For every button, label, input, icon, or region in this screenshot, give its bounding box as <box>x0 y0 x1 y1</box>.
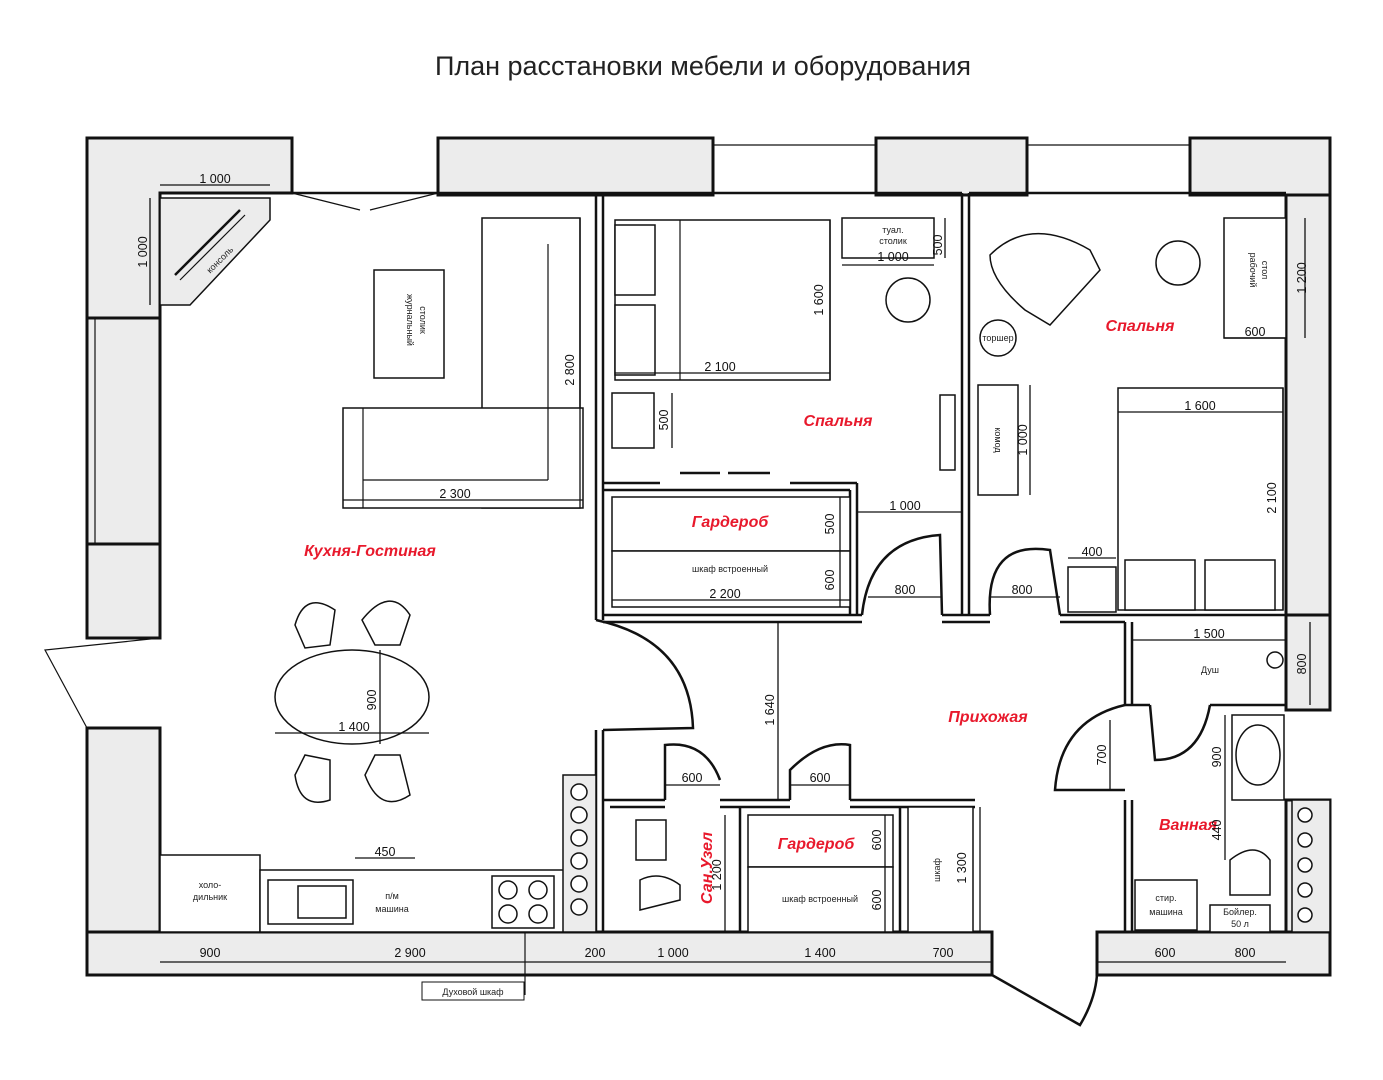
dim-table-w: 1 400 <box>338 720 369 734</box>
dim-hall-1640: 1 640 <box>763 694 777 725</box>
dim-shower-w: 1 500 <box>1193 627 1224 641</box>
dim-bottom-600: 600 <box>1155 946 1176 960</box>
dim-kitchen-450: 450 <box>375 845 396 859</box>
dim-bed1-w: 2 100 <box>704 360 735 374</box>
dim-corridor-1000: 1 000 <box>889 499 920 513</box>
label-shower: Душ <box>1201 665 1219 675</box>
dim-bed1-h: 1 600 <box>812 284 826 315</box>
dim-bed2-w: 1 600 <box>1184 399 1215 413</box>
vanity <box>841 217 935 259</box>
dresser <box>977 384 1019 496</box>
label-boiler-2: 50 л <box>1231 919 1249 929</box>
label-builtin-wardrobe-2: шкаф встроенный <box>782 894 858 904</box>
label-washer-1: стир. <box>1155 893 1176 903</box>
label-oven: Духовой шкаф <box>442 987 504 997</box>
room-label-wc: Сан.Узел <box>699 832 716 904</box>
floor-lamp <box>979 319 1017 357</box>
label-washer-2: машина <box>1149 907 1182 917</box>
dim-bottom-1400: 1 400 <box>804 946 835 960</box>
label-desk-2: стол <box>1260 261 1270 280</box>
kitchen-living-furniture <box>159 197 597 933</box>
dimension-texts: 1 000 1 000 2 800 2 300 900 1 400 450 1 … <box>136 172 1309 960</box>
sofa-seat <box>342 407 584 509</box>
bathroom-furniture <box>635 651 1331 933</box>
dim-console-w: 1 000 <box>199 172 230 186</box>
room-label-bathroom: Ванная <box>1159 817 1218 834</box>
label-dishwasher-2: машина <box>375 904 408 914</box>
boiler <box>1209 904 1271 933</box>
dim-console-h: 1 000 <box>136 236 150 267</box>
fridge <box>159 854 261 933</box>
closet <box>907 806 974 933</box>
dining-table <box>274 649 430 745</box>
label-fridge-1: холо- <box>199 880 222 890</box>
bedroom2-furniture <box>977 217 1287 613</box>
dim-bed1-table: 500 <box>657 410 671 431</box>
dim-desk-h: 1 200 <box>1295 262 1309 293</box>
dim-nightstand: 400 <box>1082 545 1103 559</box>
room-label-bedroom-2: Спальня <box>1106 318 1176 335</box>
room-label-kitchen-living: Кухня-Гостиная <box>304 543 436 560</box>
label-dishwasher-1: п/м <box>385 891 399 901</box>
dim-bottom-900: 900 <box>200 946 221 960</box>
label-coffee-table-2: столик <box>418 306 428 334</box>
dim-bottom-700: 700 <box>933 946 954 960</box>
room-label-hallway: Прихожая <box>948 709 1028 726</box>
label-boiler-1: Бойлер. <box>1223 907 1257 917</box>
dim-bed2-h: 2 100 <box>1265 482 1279 513</box>
dim-bottom-200: 200 <box>585 946 606 960</box>
dim-door-2: 800 <box>1012 583 1033 597</box>
dim-wardrobe1-d1: 500 <box>823 514 837 535</box>
desk <box>1223 217 1287 339</box>
dim-bottom-1000: 1 000 <box>657 946 688 960</box>
coffee-table <box>373 269 445 379</box>
dim-wardrobe1-w: 2 200 <box>709 587 740 601</box>
dim-door-1: 800 <box>895 583 916 597</box>
room-label-bedroom-1: Спальня <box>804 413 874 430</box>
dim-bottom-2900: 2 900 <box>394 946 425 960</box>
label-coffee-table-1: журнальный <box>405 294 415 346</box>
dim-sofa-w: 2 300 <box>439 487 470 501</box>
dim-bath-door: 700 <box>1095 745 1109 766</box>
dim-bottom-800: 800 <box>1235 946 1256 960</box>
dim-vanity-h: 500 <box>931 235 945 256</box>
label-fridge-2: дильник <box>193 892 227 902</box>
dim-sofa-len: 2 800 <box>563 354 577 385</box>
dim-wardrobe2-600a: 600 <box>870 830 884 851</box>
bedroom1-furniture <box>611 217 956 608</box>
room-label-wardrobe-1: Гардероб <box>692 514 770 531</box>
dimension-lines <box>149 184 1311 1001</box>
label-desk-1: рабочий <box>1248 253 1258 288</box>
dim-shower-h: 800 <box>1295 654 1309 675</box>
dim-wc-1200: 1 200 <box>710 859 724 890</box>
wardrobe-1b <box>611 550 851 608</box>
exterior-walls <box>85 136 1332 977</box>
dim-table-h: 900 <box>365 690 379 711</box>
dim-wardrobe2-door: 600 <box>810 771 831 785</box>
dim-wardrobe2-600b: 600 <box>870 890 884 911</box>
doors <box>44 192 1212 1027</box>
washer <box>1134 879 1198 931</box>
dim-desk-w: 600 <box>1245 325 1266 339</box>
dim-vanity-w: 1 000 <box>877 250 908 264</box>
label-closet: шкаф <box>932 858 942 882</box>
dim-wc-440: 440 <box>1210 820 1224 841</box>
dim-wardrobe1-d2: 600 <box>823 570 837 591</box>
dim-sink-900: 900 <box>1210 747 1224 768</box>
label-builtin-wardrobe-1: шкаф встроенный <box>692 564 768 574</box>
label-dresser: комод <box>993 427 1003 453</box>
room-label-wardrobe-2: Гардероб <box>778 836 856 853</box>
dim-closet-1300: 1 300 <box>955 852 969 883</box>
label-vanity-1: туал. <box>882 225 903 235</box>
page-title: План расстановки мебели и оборудования <box>435 51 971 81</box>
room-labels: Кухня-Гостиная Спальня Спальня Гардероб … <box>304 318 1217 904</box>
label-floor-lamp: торшер <box>982 333 1013 343</box>
dim-dresser-h: 1 000 <box>1016 424 1030 455</box>
furniture-labels: консоль журнальный столик туал. столик р… <box>193 225 1270 997</box>
dim-wc-door: 600 <box>682 771 703 785</box>
label-vanity-2: столик <box>879 236 907 246</box>
